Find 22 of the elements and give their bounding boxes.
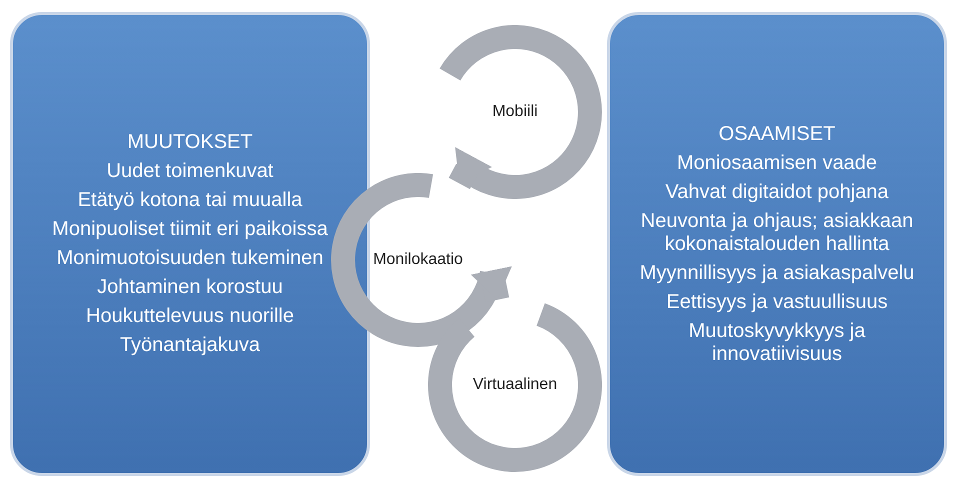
list-item: Neuvonta ja ohjaus; asiakkaan kokonaistalouden hallinta [640, 210, 914, 256]
panel-heading: OSAAMISET [718, 122, 836, 146]
list-item: Muutoskyvykkyys ja innovatiivisuus [688, 320, 866, 366]
list-item: Monimuotoisuuden tukeminen [56, 247, 324, 270]
list-item: Johtaminen korostuu [97, 276, 283, 299]
list-item: Eettisyys ja vastuullisuus [666, 290, 888, 314]
panel-heading: MUUTOKSET [127, 131, 253, 154]
list-item: Etätyö kotona tai muualla [78, 189, 302, 212]
arrow [448, 147, 492, 190]
list-item: Työnantajakuva [120, 334, 260, 357]
list-item: Moniosaamisen vaade [676, 152, 878, 174]
list-item: Houkuttelevuus nuorille [86, 305, 294, 328]
arrow [470, 266, 512, 302]
info-panel [607, 12, 947, 476]
list-item: Monipuoliset tiimit eri paikoissa [52, 218, 328, 241]
step-label: Virtuaalinen [472, 376, 558, 394]
list-item: Vahvat digitaidot pohjana [665, 180, 889, 204]
list-item: Myynnillisyys ja asiakaspalvelu [640, 262, 914, 284]
info-panel [10, 12, 370, 476]
step-label: Monilokaatio [373, 251, 463, 269]
step-label: Mobiili [492, 103, 538, 121]
list-item: Uudet toimenkuvat [106, 160, 274, 183]
